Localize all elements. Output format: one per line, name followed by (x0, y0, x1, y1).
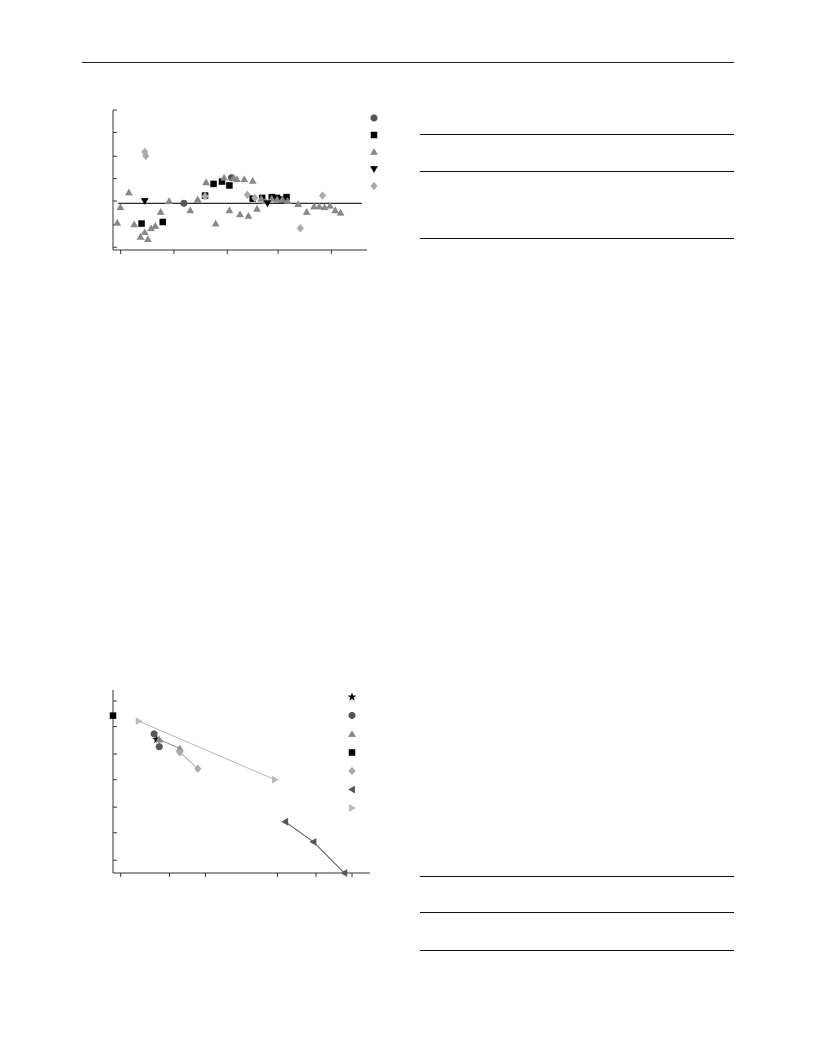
series-1-point-0 (150, 730, 158, 738)
series-2-point-26 (267, 194, 276, 202)
series-1-point-0 (138, 220, 145, 227)
legend-marker-3 (370, 166, 378, 173)
series-4-point-5 (296, 223, 304, 233)
header-rule (82, 62, 734, 63)
series-2-point-4 (136, 232, 145, 240)
legend-marker-0 (347, 692, 357, 701)
series-5-point-2 (340, 869, 348, 877)
series-1-point-1 (159, 218, 166, 226)
series-2-point-0 (113, 218, 122, 226)
series-2-point-19 (236, 210, 244, 218)
series-6-point-1 (271, 775, 279, 784)
table2-top-rule (420, 876, 734, 877)
series-2-point-0 (155, 735, 164, 743)
legend-marker-3 (348, 749, 356, 756)
series-2-point-15 (220, 173, 229, 181)
series-2-point-9 (156, 207, 165, 215)
table2-bottom-rule (420, 950, 734, 951)
legend-marker-4 (348, 766, 356, 776)
series-2-point-13 (202, 178, 211, 186)
series-4-point-2 (201, 192, 209, 201)
series-2-point-29 (283, 197, 292, 204)
series-2-point-36 (331, 206, 340, 214)
series-4-point-1 (142, 151, 150, 161)
series-2-point-7 (147, 224, 155, 232)
series-1-point-5 (226, 182, 233, 189)
series-2-point-20 (240, 175, 249, 183)
series-2-point-22 (248, 176, 257, 184)
series-2-point-37 (336, 208, 345, 216)
series-2-point-6 (144, 235, 152, 243)
series-2-point-28 (278, 195, 287, 203)
table1-bottom-rule (420, 238, 734, 239)
legend-marker-1 (370, 131, 378, 139)
series-4-point-1 (194, 764, 202, 773)
series-2-point-8 (151, 221, 160, 229)
series-2-point-12 (193, 195, 202, 203)
series-2-point-23 (253, 204, 261, 212)
series-2-point-35 (326, 201, 334, 209)
series-2-point-16 (225, 206, 234, 214)
series-2-point-5 (140, 228, 149, 236)
series-3-point-0 (140, 198, 149, 205)
legend-marker-4 (370, 181, 378, 191)
table1-mid-rule (420, 171, 734, 172)
series-2-point-3 (130, 220, 139, 228)
series-2-line (159, 738, 181, 750)
legend-marker-5 (348, 785, 355, 794)
legend-marker-1 (348, 711, 356, 720)
series-3-point-0 (109, 712, 117, 719)
series-5-point-0 (281, 817, 289, 826)
series-2-point-10 (165, 197, 173, 204)
series-1-point-1 (155, 743, 163, 751)
series-1-point-3 (210, 180, 217, 188)
series-0-point-0 (152, 734, 162, 744)
series-2-point-24 (257, 194, 266, 202)
series-2-point-2 (124, 188, 133, 196)
series-4-point-0 (141, 147, 149, 157)
series-5-point-1 (309, 837, 317, 846)
line-chart-bottom (109, 690, 370, 877)
series-2-point-27 (273, 195, 281, 203)
series-2-point-21 (244, 211, 253, 219)
series-2-point-31 (302, 207, 311, 215)
legend-marker-6 (349, 804, 356, 812)
series-4-point-6 (318, 191, 327, 200)
table2-mid-rule (420, 912, 734, 913)
series-2-point-18 (232, 175, 241, 183)
series-6-point-0 (135, 717, 143, 726)
legend-marker-2 (348, 730, 356, 737)
series-4-line (179, 751, 199, 770)
legend-marker-2 (370, 148, 378, 155)
legend-marker-0 (370, 114, 378, 122)
series-1-point-11 (283, 193, 290, 201)
series-4-point-3 (243, 190, 251, 200)
series-0-point-0 (180, 199, 188, 207)
series-2-point-1 (116, 203, 125, 211)
scatter-chart-top (112, 109, 378, 254)
series-4-point-4 (251, 193, 259, 203)
series-6-line (138, 720, 276, 781)
series-3-point-1 (263, 200, 272, 208)
series-2-point-32 (310, 202, 318, 210)
series-5-line (284, 821, 345, 874)
series-1-point-4 (218, 178, 226, 185)
series-2-point-33 (315, 202, 324, 210)
series-2-point-11 (186, 206, 195, 214)
series-2-point-30 (294, 200, 303, 208)
table1-top-rule (420, 134, 734, 135)
series-2-point-14 (211, 219, 220, 227)
